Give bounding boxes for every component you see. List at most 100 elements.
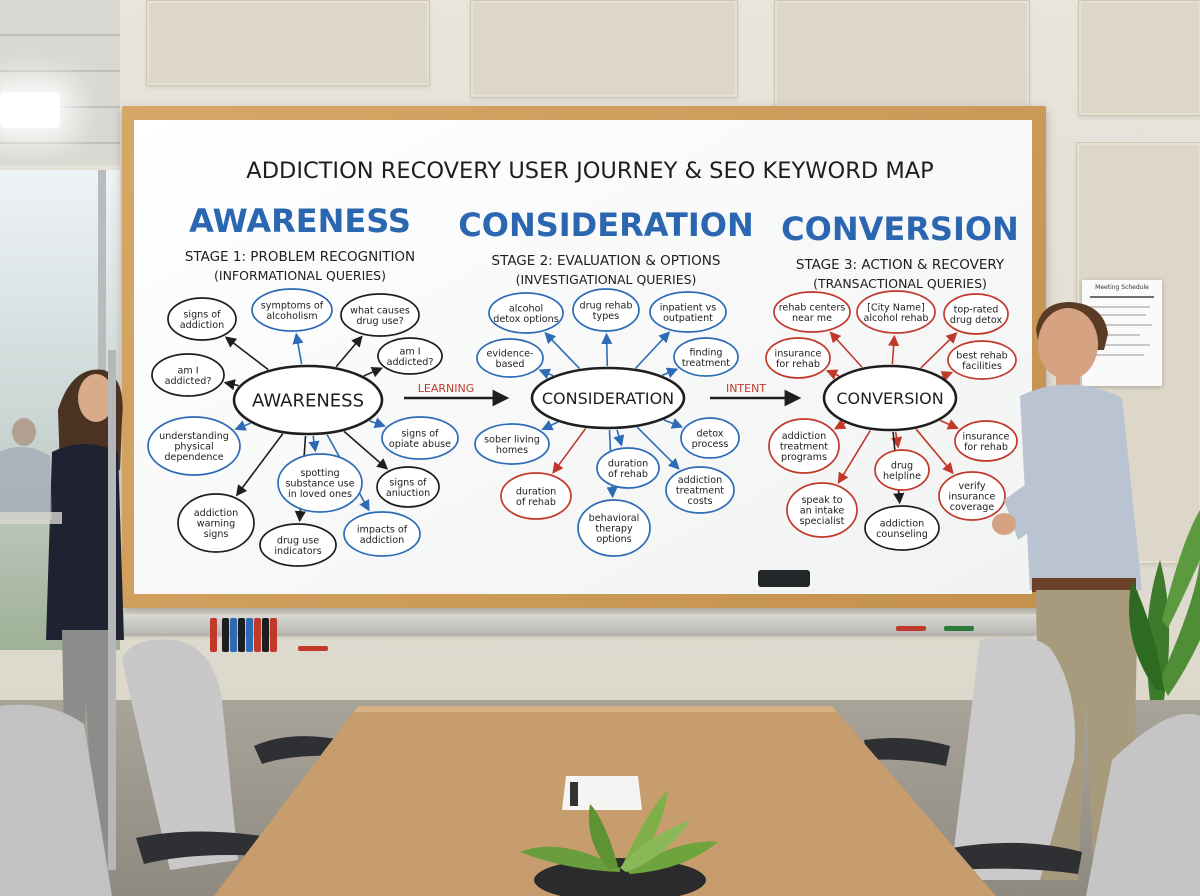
keyword-arrow bbox=[888, 334, 900, 365]
keyword-arrow bbox=[363, 366, 383, 378]
keyword-text: near me bbox=[792, 313, 832, 324]
keyword-text: treatment bbox=[676, 486, 724, 497]
keyword-text: addiction bbox=[180, 320, 224, 331]
keyword-text: alcohol rehab bbox=[863, 313, 928, 324]
keyword-text: insurance bbox=[775, 348, 822, 359]
keyword-oval bbox=[596, 447, 660, 489]
stage-subtitle: STAGE 1: PROBLEM RECOGNITION bbox=[185, 249, 415, 265]
keyword-arrow bbox=[634, 331, 671, 369]
keyword-text: [City Name] bbox=[867, 302, 925, 313]
hub-oval bbox=[232, 364, 384, 436]
keyword-text: understanding bbox=[159, 431, 229, 442]
marker-icon[interactable] bbox=[262, 618, 269, 652]
keyword-oval bbox=[673, 337, 739, 377]
keyword-arrow bbox=[223, 379, 239, 391]
hub-label: CONVERSION bbox=[836, 389, 943, 408]
keyword-oval bbox=[943, 293, 1009, 335]
schedule-line bbox=[1090, 324, 1152, 326]
keyword-text: detox options bbox=[493, 314, 558, 325]
keyword-text: aniuction bbox=[386, 488, 430, 499]
marker-icon[interactable] bbox=[944, 626, 974, 631]
keyword-text: symptoms of bbox=[261, 300, 324, 311]
keyword-oval bbox=[773, 291, 851, 333]
keyword-oval bbox=[680, 417, 740, 459]
marker-icon[interactable] bbox=[896, 626, 926, 631]
eraser-icon[interactable] bbox=[758, 570, 810, 587]
keyword-oval bbox=[476, 338, 544, 378]
keyword-text: treatment bbox=[780, 442, 828, 453]
schedule-line bbox=[1090, 314, 1146, 316]
keyword-oval bbox=[376, 466, 440, 508]
keyword-oval bbox=[340, 293, 420, 337]
stage-subtitle: STAGE 3: ACTION & RECOVERY bbox=[796, 257, 1005, 273]
stage-query-type: (INFORMATIONAL QUERIES) bbox=[214, 268, 386, 283]
marker-icon[interactable] bbox=[210, 618, 217, 652]
marker-icon[interactable] bbox=[222, 618, 229, 652]
keyword-arrow bbox=[538, 368, 554, 380]
marker-icon[interactable] bbox=[254, 618, 261, 652]
person-left bbox=[46, 369, 124, 840]
keyword-oval bbox=[381, 416, 459, 460]
keyword-arrow bbox=[541, 420, 559, 431]
keyword-text: for rehab bbox=[964, 442, 1008, 453]
keyword-text: drug detox bbox=[950, 315, 1003, 326]
keyword-text: addiction bbox=[782, 431, 826, 442]
hub-oval bbox=[530, 366, 686, 430]
marker-icon[interactable] bbox=[238, 618, 245, 652]
keyword-oval bbox=[786, 482, 858, 538]
keyword-arrow bbox=[308, 435, 320, 453]
keyword-oval bbox=[151, 353, 225, 397]
keyword-text: therapy bbox=[595, 524, 633, 535]
keyword-text: opiate abuse bbox=[389, 439, 451, 450]
schedule-line bbox=[1090, 306, 1150, 308]
stage-3: CONVERSION STAGE 3: ACTION & RECOVERY (TRA… bbox=[765, 210, 1019, 551]
keyword-text: warning bbox=[197, 519, 235, 530]
keyword-text: signs of bbox=[183, 309, 221, 320]
keyword-text: alcohol bbox=[509, 303, 543, 314]
board-title: ADDICTION RECOVERY USER JOURNEY & SEO KE… bbox=[246, 158, 933, 184]
marker-icon[interactable] bbox=[270, 618, 277, 652]
keyword-text: sober living bbox=[484, 434, 540, 445]
keyword-arrow bbox=[837, 429, 872, 485]
keyword-arrow bbox=[235, 433, 284, 497]
keyword-oval bbox=[177, 493, 255, 553]
keyword-text: impacts of bbox=[357, 524, 408, 535]
keyword-text: addiction bbox=[678, 475, 722, 486]
keyword-oval bbox=[147, 416, 241, 476]
keyword-text: facilities bbox=[962, 361, 1002, 372]
marker-icon[interactable] bbox=[298, 646, 328, 651]
plant-icon bbox=[520, 790, 718, 896]
keyword-arrow bbox=[601, 332, 613, 367]
keyword-arrow bbox=[663, 418, 684, 429]
keyword-arrow bbox=[552, 427, 587, 474]
keyword-text: indicators bbox=[274, 546, 321, 557]
marker-icon[interactable] bbox=[230, 618, 237, 652]
keyword-text: counseling bbox=[876, 529, 928, 540]
stage-heading: CONVERSION bbox=[781, 210, 1019, 248]
schedule-title: Meeting Schedule bbox=[1095, 284, 1149, 291]
keyword-text: an intake bbox=[800, 506, 845, 517]
keyword-arrow bbox=[343, 430, 389, 470]
ceiling-light bbox=[0, 92, 60, 128]
stage-connector: INTENT bbox=[710, 382, 802, 407]
keyword-text: coverage bbox=[950, 502, 995, 513]
marker-icon[interactable] bbox=[246, 618, 253, 652]
keyword-text: evidence- bbox=[487, 348, 534, 359]
keyword-oval bbox=[167, 297, 237, 341]
keyword-arrow bbox=[825, 369, 840, 380]
stage-query-type: (TRANSACTIONAL QUERIES) bbox=[813, 276, 987, 291]
